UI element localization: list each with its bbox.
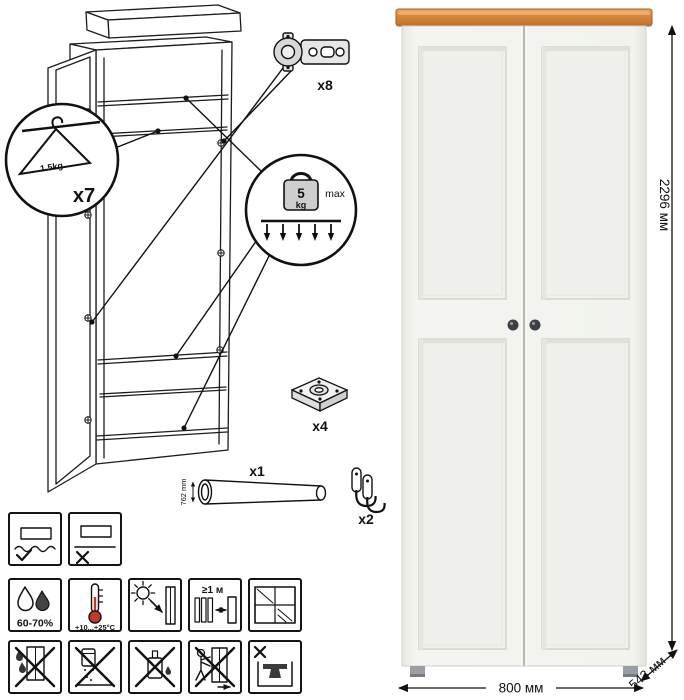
- hinge-hardware: x8: [273, 32, 350, 93]
- care-sunlight-icon: [128, 578, 182, 632]
- max-weight-suffix: max: [325, 188, 346, 200]
- hook-hardware: x2: [351, 467, 386, 527]
- care-no-abrasives-icon: [68, 640, 122, 694]
- hinge-icon: [273, 32, 350, 72]
- care-no-heavy-items-icon: [248, 640, 302, 694]
- rod-hardware: 762 mm x1: [179, 463, 327, 506]
- exploded-wardrobe-drawing: [47, 4, 242, 493]
- rod-length-dimension: 762 mm: [179, 478, 196, 506]
- cornice-part: [85, 4, 242, 39]
- temperature-label: +10...+25°C: [75, 623, 116, 632]
- rod-qty-label: x1: [249, 463, 265, 479]
- right-door-knob: [529, 319, 541, 331]
- care-temperature-icon: +10...+25°C: [68, 578, 122, 632]
- hanger-callout: 1.5kg x7: [4, 102, 120, 218]
- care-humidity-icon: 60-70%: [8, 578, 62, 632]
- hook-qty-label: x2: [358, 511, 374, 527]
- load-arrows: [261, 219, 341, 241]
- left-door: [418, 46, 519, 650]
- care-no-dragging-icon: [188, 640, 242, 694]
- care-icons-grid: 60-70% +10...+25°C: [8, 512, 302, 694]
- max-weight-value: 5: [297, 186, 305, 201]
- right-door: [529, 46, 630, 650]
- left-door-knob: [507, 319, 519, 331]
- rod-icon: [197, 479, 327, 505]
- care-ventilation-icon: [248, 578, 302, 632]
- callout-connector-lines: [89, 63, 293, 431]
- care-hard-surface-warning-icon: [68, 512, 122, 566]
- care-no-water-icon: [8, 640, 62, 694]
- height-dimension-label: 2296 мм: [657, 179, 672, 231]
- foot-icon: [290, 377, 349, 413]
- care-heat-distance-icon: ≥1 м: [188, 578, 242, 632]
- width-dimension: 800 мм: [397, 681, 645, 696]
- humidity-label: 60-70%: [17, 618, 54, 630]
- hanger-icon: [17, 116, 101, 176]
- heat-distance-label: ≥1 м: [202, 585, 223, 596]
- wardrobe-feet: [410, 666, 638, 677]
- max-weight-unit: kg: [296, 200, 307, 210]
- rod-length-label: 762 mm: [179, 478, 188, 505]
- hinge-qty-label: x8: [317, 77, 333, 93]
- foot-qty-label: x4: [312, 418, 328, 434]
- weight-icon: 5 kg: [283, 172, 319, 211]
- max-load-callout: 5 kg max: [244, 153, 358, 267]
- care-no-solvents-icon: [128, 640, 182, 694]
- hanger-qty-label: x7: [73, 185, 95, 207]
- hook-icon: [351, 467, 386, 514]
- height-dimension: 2296 мм: [657, 24, 677, 652]
- width-dimension-label: 800 мм: [499, 681, 544, 696]
- product-photo: [395, 8, 653, 677]
- hanger-load-label: 1.5kg: [39, 160, 63, 173]
- foot-hardware: x4: [290, 377, 349, 434]
- care-soft-surface-icon: [8, 512, 62, 566]
